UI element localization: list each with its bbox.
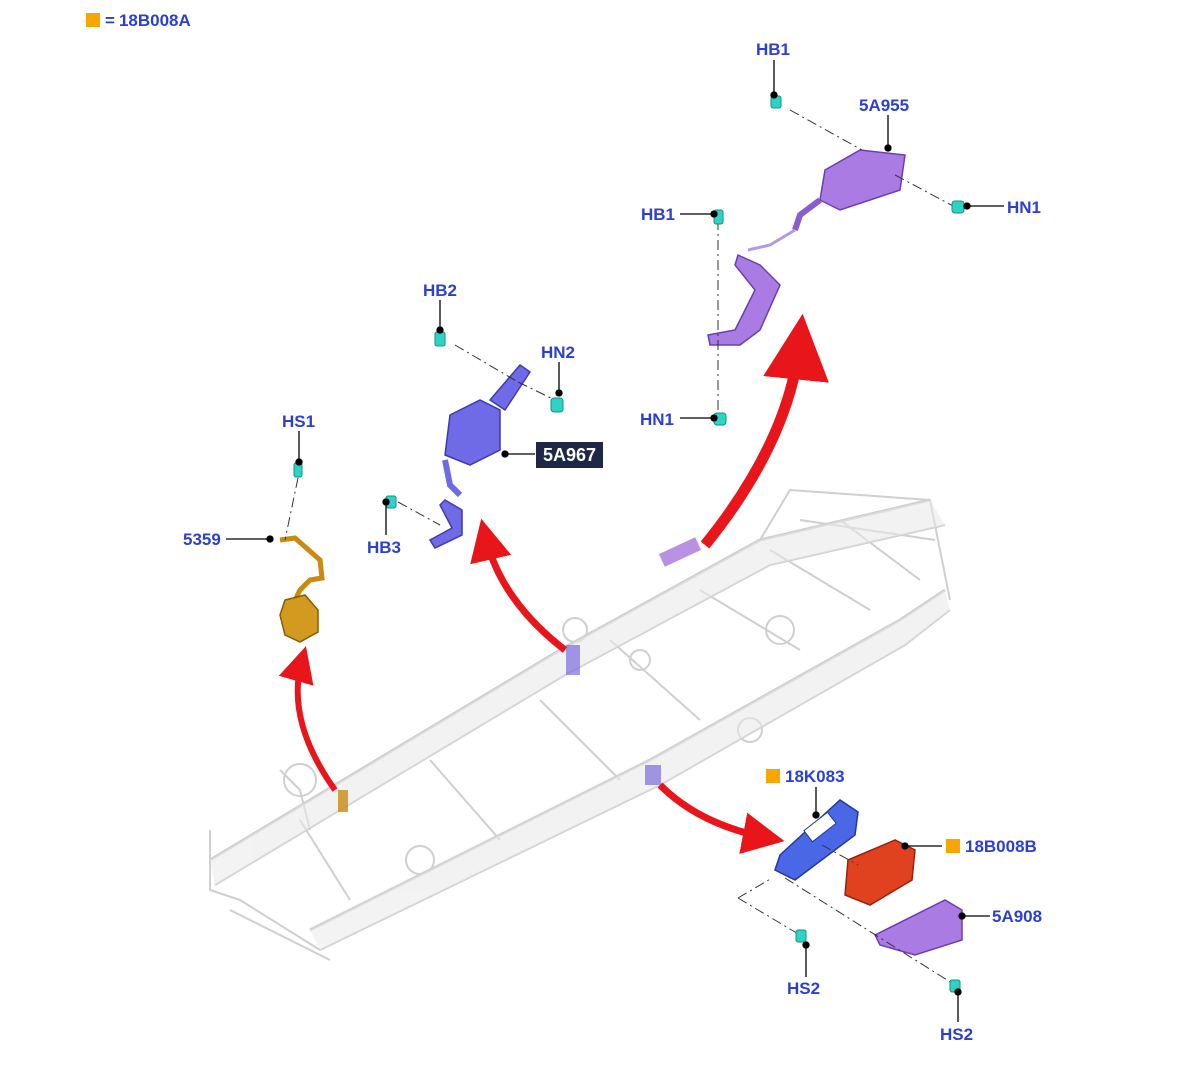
legend-swatch: [946, 839, 960, 853]
label-hs1: HS1: [282, 412, 316, 431]
dashed-lines-lower: [737, 844, 956, 986]
arrow-to-5a955: [700, 313, 829, 549]
label-hs2-right: HS2: [940, 1025, 974, 1044]
legend-equals: =: [105, 11, 115, 30]
label-hb3: HB3: [367, 538, 402, 557]
arrow-to-18k083: [657, 782, 785, 854]
label-hn2: HN2: [541, 343, 576, 362]
frame-marker-5a967: [566, 645, 580, 675]
fastener-bolt-icon: [434, 331, 446, 347]
fastener-bolt-icon: [795, 929, 807, 943]
fastener-nut-icon: [951, 200, 965, 214]
dashed-lines-5a967: [397, 344, 556, 526]
legend-code: 18B008A: [118, 11, 191, 30]
module-18b008b: [844, 839, 916, 906]
label-18k083-text: 18K083: [785, 767, 845, 786]
leader-lines: [226, 60, 1004, 1022]
label-hb1-top: HB1: [756, 40, 791, 59]
label-5a908: 5A908: [992, 907, 1043, 926]
label-hs2-left: HS2: [787, 979, 821, 998]
frame-marker-5a955: [658, 537, 702, 567]
label-18b008b-text: 18B008B: [965, 837, 1037, 856]
dashed-line-5359: [284, 477, 299, 541]
label-hb1-mid: HB1: [641, 205, 676, 224]
module-bracket-18k083: [774, 799, 859, 881]
sensor-5a967: [428, 363, 532, 549]
label-hn1-left: HN1: [640, 410, 675, 429]
label-18k083: 18K083: [766, 768, 845, 785]
label-5359: 5359: [183, 530, 221, 549]
frame-marker-18k083: [645, 765, 661, 785]
label-hb2: HB2: [423, 281, 458, 300]
label-hn1-right: HN1: [1007, 198, 1042, 217]
dashed-lines-5a955: [717, 109, 956, 418]
label-5a955: 5A955: [859, 96, 910, 115]
relocation-arrows: [278, 313, 829, 854]
bracket-5a908: [873, 899, 963, 956]
chassis-shading: [210, 500, 950, 950]
label-5a967: 5A967: [536, 442, 604, 468]
arrow-to-5359: [278, 646, 338, 792]
sensor-5359: [279, 535, 325, 643]
frame-marker-5359: [338, 790, 348, 812]
label-18b008b: 18B008B: [946, 838, 1037, 855]
fasteners: [293, 95, 965, 993]
legend-swatch: [766, 769, 780, 783]
sensor-5a955: [707, 149, 906, 346]
legend-swatch: [86, 13, 100, 27]
legend: =18B008A: [86, 11, 191, 31]
arrow-to-5a967: [470, 518, 568, 653]
fastener-nut-icon: [550, 397, 564, 413]
